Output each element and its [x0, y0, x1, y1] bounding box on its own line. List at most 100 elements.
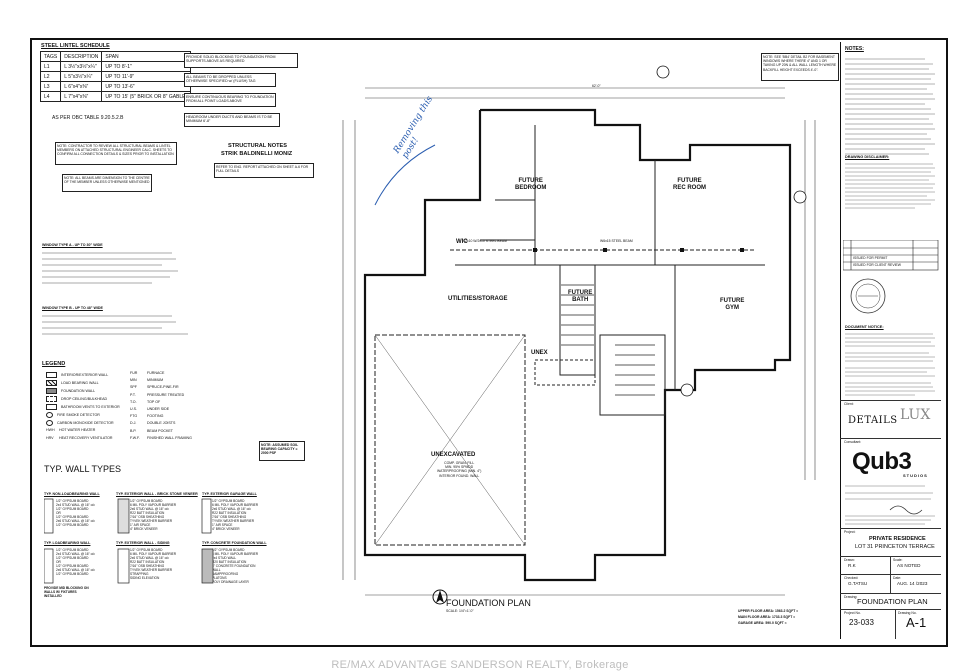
- scale-label: Scale:: [893, 558, 903, 562]
- wall-type-footer: PROVIDE MID BLOCKING ON WALLS W/ FIXTURE…: [44, 586, 89, 598]
- disclaimer-text-block: [845, 163, 935, 209]
- revision-entry: ISSUED FOR PERMIT: [853, 256, 888, 260]
- co-detector-icon: [46, 420, 53, 426]
- title-block-divider: [840, 574, 941, 575]
- abbreviation-item: D.J. DOUBLE JOISTS: [130, 421, 175, 425]
- room-label: UTILITIES/STORAGE: [448, 296, 508, 302]
- project-no-label: Project No.: [844, 611, 861, 615]
- abbreviation-meaning: FOOTING: [147, 414, 164, 419]
- studio-sub: STUDIOS: [903, 473, 928, 478]
- lintel-footnote: AS PER OBC TABLE 9.20.5.2.B: [52, 115, 124, 121]
- abbreviation-item: FTG FOOTING: [130, 414, 163, 418]
- abbreviation-code: T.O.: [130, 399, 137, 404]
- abbreviation-code: D.J.: [130, 421, 137, 426]
- abbreviation-code: U.S.: [130, 407, 137, 411]
- wall-type-spec: 1/2" GYPSUM BOARD 2x4 STUD WALL @ 16" o/…: [56, 499, 95, 527]
- note-headroom: HEADROOM UNDER DUCTS AND BEAMS IS TO BE …: [184, 113, 280, 127]
- abbreviation-meaning: DOUBLE JOISTS: [147, 421, 176, 426]
- wall-type-spec: 1/2" GYPSUM BOARD 6 MIL POLY VAPOUR BARR…: [130, 499, 177, 531]
- abbreviation-meaning: FINISHED WALL FRAMING: [147, 435, 192, 440]
- legend-swatch: [46, 372, 57, 378]
- legend-item: CARBON MONOXIDE DETECTOR: [46, 420, 114, 426]
- scale-value: AS NOTED: [897, 563, 921, 568]
- lintel-header: TAGS: [39, 51, 62, 62]
- lintel-cell: L4: [39, 91, 62, 102]
- lintel-cell: L1: [39, 61, 62, 72]
- legend-label: HEAT RECOVERY VENTILATOR: [59, 436, 113, 440]
- wall-type-hatch-graphics: [44, 498, 214, 584]
- consultant-label: Consultant:: [844, 440, 862, 444]
- legend-label: CARBON MONOXIDE DETECTOR: [57, 420, 114, 425]
- vent-icon: [46, 404, 57, 410]
- project-no: 23-033: [849, 618, 874, 627]
- legend-item: LOAD BEARING WALL: [46, 380, 99, 386]
- area-garage: GARAGE AREA: 590.0 SQFT ≈: [738, 621, 787, 625]
- engineer-stamp: [850, 278, 886, 314]
- room-future-rec: FUTURE REC ROOM: [673, 178, 706, 192]
- note-bearing: ENSURE CONTINUOUS BEARING TO FOUNDATION …: [184, 93, 276, 107]
- studio-logo: Qub3: [852, 448, 912, 475]
- abbreviation-item: B.P.BEAM POCKET: [130, 429, 173, 433]
- legend-item: DROP CEILING/BULKHEAD: [46, 396, 107, 402]
- lintel-cell: L 5"x3½"x¼": [60, 71, 103, 82]
- abbreviation-meaning: PRESSURE TREATED: [147, 392, 185, 397]
- structural-title: STRUCTURAL NOTES: [228, 143, 287, 149]
- legend-item: INTERIOR/EXTERIOR WALL: [46, 372, 108, 378]
- abbreviation-code: SPF: [130, 385, 137, 390]
- studio-info-block: [845, 485, 935, 525]
- room-future-bedroom: FUTURE BEDROOM: [515, 178, 546, 192]
- lintel-cell: L 6"x4"x⅜": [60, 81, 103, 92]
- legend-item: FIRE SMOKE DETECTOR: [46, 412, 100, 418]
- room-label: UNEXCAVATED: [431, 452, 476, 458]
- lintel-row: L1 L 3½"x3½"x¼" UP TO 8'-1": [39, 61, 192, 72]
- abbreviation-code: P.T.: [130, 392, 136, 397]
- room-label: UNEX: [531, 350, 548, 356]
- notes-title: NOTES:: [845, 46, 864, 52]
- room-label: FUTURE GYM: [720, 298, 745, 311]
- abbreviation-item: T.O.TOP OF: [130, 400, 160, 404]
- lintel-header: DESCRIPTION: [60, 51, 103, 62]
- legend-label: BATHROOM VENTS TO EXTERIOR: [61, 404, 120, 409]
- legend-label: LOAD BEARING WALL: [61, 380, 99, 385]
- drawing-no-label: Drawing No.: [898, 611, 917, 615]
- room-unex: UNEX: [531, 350, 548, 357]
- abbreviation-code: B.P.: [130, 428, 137, 433]
- room-label: FUTURE BATH: [568, 290, 593, 303]
- drawn-label: Drawn:: [844, 558, 855, 562]
- legend-title: LEGEND: [42, 361, 66, 367]
- legend-symbol: HWH: [46, 428, 55, 432]
- structural-text: REFER TO ENG. REPORT ATTACHED ON SHEET A…: [214, 163, 314, 178]
- legend-swatch: [46, 388, 57, 394]
- lintel-cell: UP TO 8'-1": [101, 61, 192, 72]
- room-unexcavated: UNEXCAVATED: [431, 452, 475, 459]
- abbreviation-code: FTG: [130, 414, 138, 419]
- notes-text-block: [845, 58, 935, 155]
- drawing-title: FOUNDATION PLAN: [857, 597, 928, 606]
- drawing-disclaimer-title: DRAWING DISCLAIMER:: [845, 155, 890, 159]
- drawing-no: A-1: [906, 615, 927, 630]
- brokerage-watermark: RE/MAX ADVANTAGE SANDERSON REALTY, Broke…: [331, 659, 629, 671]
- legend-item: HRV HEAT RECOVERY VENTILATOR: [46, 436, 113, 440]
- sheet-border: [30, 38, 948, 647]
- title-block: [840, 42, 941, 639]
- note-blocking: PROVIDE SOLID BLOCKING TO FOUNDATION FRO…: [184, 53, 298, 68]
- wall-type-title: TYP. LOADBEARING WALL: [44, 541, 91, 545]
- note-dimension: NOTE: ALL BEAMS ARE DIMENSION TO THE CEN…: [62, 174, 152, 192]
- wall-type-title: TYP. CONCRETE FOUNDATION WALL: [202, 541, 267, 545]
- abbreviation-meaning: FURNACE: [147, 371, 165, 375]
- abbreviation-code: FUR: [130, 371, 138, 375]
- checked-value: G.TATSU: [848, 581, 868, 586]
- revision-table: [843, 240, 939, 271]
- room-label: FUTURE REC ROOM: [673, 178, 706, 191]
- abbreviation-code: F.W.F.: [130, 435, 140, 440]
- wall-type-spec: 1/2" GYPSUM BOARD 6 MIL POLY VAPOUR BARR…: [130, 548, 177, 580]
- wall-types-title: TYP. WALL TYPES: [44, 464, 122, 474]
- lintel-cell: L2: [39, 71, 62, 82]
- legend-symbol: HRV: [46, 436, 54, 440]
- lux-logo: LUX: [900, 407, 931, 423]
- wall-type-title: TYP. NON-LOADBEARING WALL: [44, 492, 100, 496]
- project-title: PRIVATE RESIDENCE: [869, 536, 926, 542]
- abbreviation-item: P.T. PRESSURE TREATED: [130, 393, 184, 397]
